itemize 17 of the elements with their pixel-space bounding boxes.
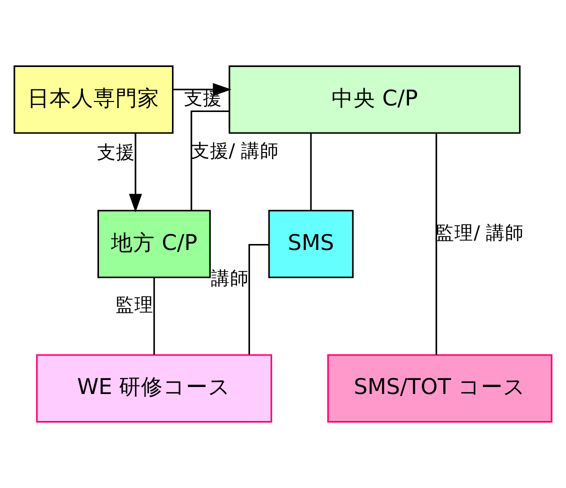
connector	[310, 133, 312, 210]
connector	[436, 133, 438, 355]
edge-label: 監理/ 講師	[436, 222, 524, 244]
connector	[190, 110, 230, 210]
connector	[248, 244, 269, 354]
edge-label: 監理	[116, 294, 154, 316]
node-box: 地方 C/P	[97, 210, 211, 278]
node-box: SMS	[268, 210, 354, 278]
edge-label: 支援	[97, 142, 136, 164]
node-box: 中央 C/P	[228, 65, 521, 134]
edge-label: 支援/ 講師	[190, 140, 279, 162]
node-box: WE 研修コース	[36, 354, 272, 423]
node-box: SMS/TOT コース	[327, 354, 552, 423]
connector	[153, 278, 155, 355]
edge-label: 講師	[210, 268, 249, 290]
arrow	[128, 133, 142, 213]
node-box: 日本人専門家	[14, 65, 174, 134]
